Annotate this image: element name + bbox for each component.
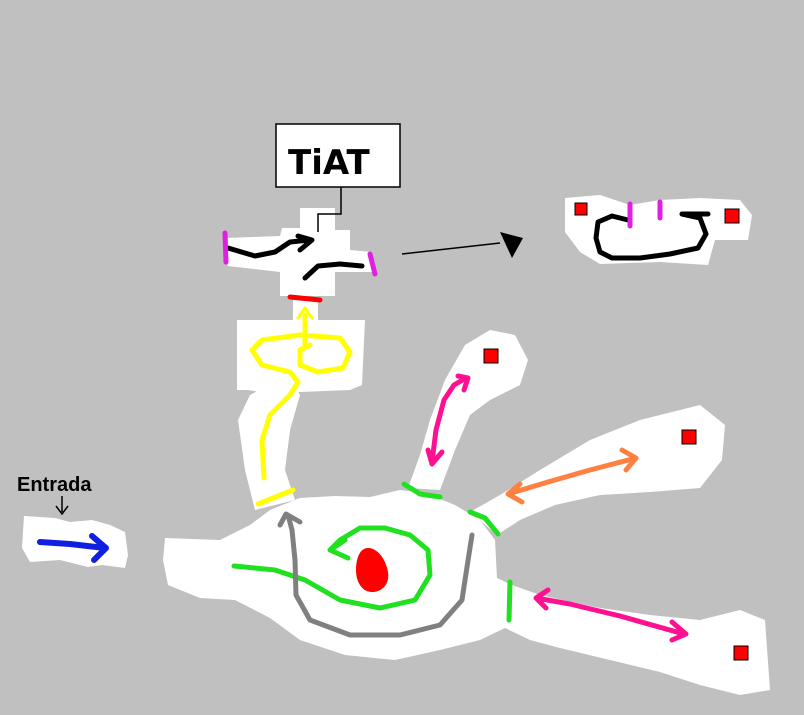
west-corridor bbox=[238, 378, 300, 510]
branch-north bbox=[408, 330, 528, 490]
doors bbox=[222, 199, 663, 623]
red-square-marker bbox=[574, 202, 588, 216]
pointer-line bbox=[401, 242, 501, 255]
door-green-north bbox=[401, 481, 443, 500]
route-lines bbox=[37, 211, 711, 643]
door-red bbox=[287, 294, 323, 303]
entrance-label: Entrada bbox=[17, 474, 92, 496]
red-square-marker bbox=[724, 208, 740, 224]
east-branch-path bbox=[505, 447, 639, 505]
door-magenta-west bbox=[222, 230, 229, 265]
entrance-pointer bbox=[55, 496, 69, 516]
ascent-path bbox=[249, 312, 353, 481]
ascent-arrowhead bbox=[296, 306, 314, 320]
main-spiral-path bbox=[231, 525, 433, 611]
red-oval-icon bbox=[356, 548, 389, 592]
door-green-east bbox=[467, 509, 501, 537]
red-square-marker bbox=[733, 645, 749, 661]
red-square-marker bbox=[681, 429, 697, 445]
boss-room-connector bbox=[317, 187, 342, 232]
teleport-loop-path bbox=[593, 211, 711, 261]
south-branch-path bbox=[533, 587, 689, 643]
room-markers bbox=[483, 202, 749, 661]
triangle-arrow-icon bbox=[500, 232, 523, 258]
boss-room bbox=[275, 123, 401, 188]
antechamber-path-upper bbox=[225, 233, 315, 259]
door-yellow bbox=[255, 487, 296, 507]
boss-label: TiAT bbox=[288, 143, 371, 183]
door-magenta-east bbox=[367, 251, 378, 277]
entry-path bbox=[37, 533, 109, 563]
red-square-marker bbox=[483, 348, 499, 364]
north-branch-path bbox=[425, 373, 471, 467]
door-green-south bbox=[506, 579, 513, 623]
antechamber-path-lower bbox=[302, 261, 365, 281]
return-path bbox=[277, 511, 475, 638]
floor-areas bbox=[22, 195, 770, 695]
main-hall bbox=[163, 490, 770, 695]
wall-lines bbox=[55, 123, 501, 516]
